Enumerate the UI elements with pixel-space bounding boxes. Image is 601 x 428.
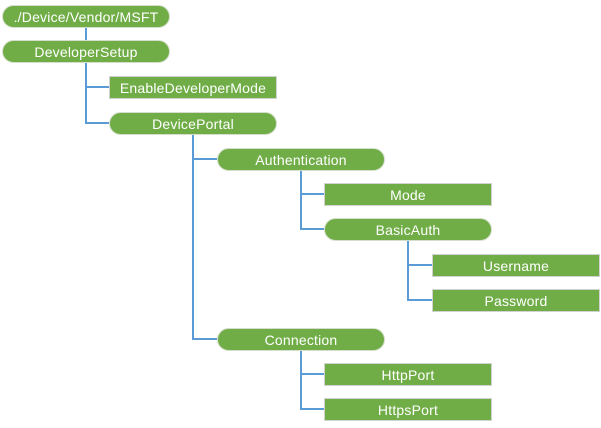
tree-node-enable-developer-mode: EnableDeveloperMode (109, 76, 277, 99)
connector-line (300, 373, 324, 375)
connector-line (407, 264, 432, 266)
connector-line (192, 158, 217, 160)
tree-node-authentication: Authentication (217, 148, 385, 171)
tree-node-http-port: HttpPort (324, 363, 492, 386)
tree-node-developer-setup: DeveloperSetup (2, 40, 170, 63)
connector-line (192, 338, 217, 340)
tree-node-basic-auth: BasicAuth (324, 218, 492, 241)
connector-line (85, 28, 87, 40)
connector-line (407, 299, 432, 301)
connector-line (300, 171, 302, 230)
tree-node-password: Password (432, 289, 600, 312)
connector-line (300, 351, 302, 409)
connector-line (300, 193, 324, 195)
connector-line (300, 408, 324, 410)
tree-node-connection: Connection (217, 328, 385, 351)
tree-node-device-vendor-msft: ./Device/Vendor/MSFT (2, 5, 170, 28)
tree-node-device-portal: DevicePortal (109, 112, 277, 135)
tree-node-mode: Mode (324, 183, 492, 206)
tree-node-https-port: HttpsPort (324, 398, 492, 421)
connector-line (300, 228, 324, 230)
connector-line (85, 86, 109, 88)
connector-line (85, 63, 87, 124)
connector-line (192, 135, 194, 340)
tree-node-username: Username (432, 254, 600, 277)
connector-line (85, 122, 109, 124)
connector-line (407, 241, 409, 301)
